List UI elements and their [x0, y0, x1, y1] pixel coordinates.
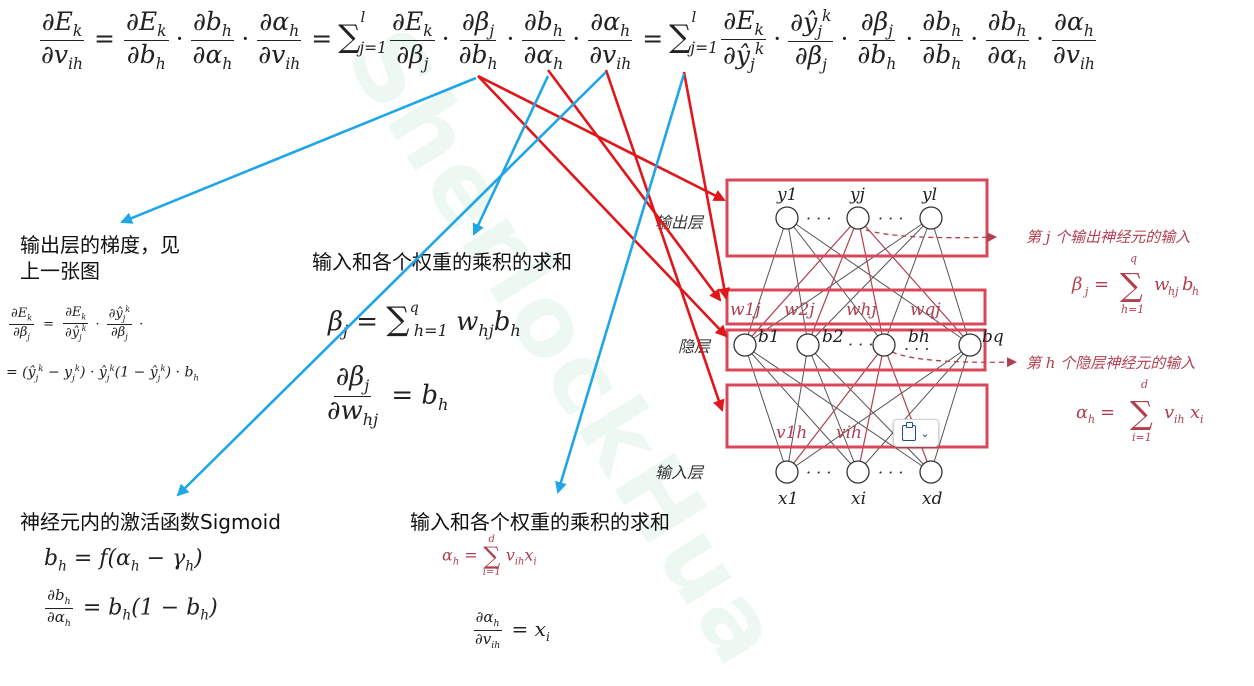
svg-text:h: h [1192, 285, 1199, 298]
beta-derivative: ∂βj∂whj = bh [327, 362, 449, 430]
chevron-down-icon: ⌄ [920, 426, 930, 440]
svg-text:· · ·: · · · [806, 463, 831, 482]
sigmoid-formula: bh = f(αh − γh) [44, 546, 203, 575]
svg-text:. . .: . . . [904, 335, 929, 354]
weights-out-box [725, 288, 987, 326]
svg-text:∑: ∑ [1120, 266, 1143, 304]
node-label-yl: yl [921, 185, 937, 205]
node-label-bh: bh [908, 327, 930, 347]
node-label-xd: xd [922, 489, 943, 509]
input-nodes [775, 460, 943, 484]
svg-text:d: d [1141, 378, 1148, 391]
svg-text:h=1: h=1 [1121, 303, 1144, 316]
svg-text:v: v [1164, 402, 1174, 423]
node-label-xi: xi [851, 489, 866, 509]
node-label-yj: yj [849, 185, 866, 205]
sigmoid-label: 神经元内的激活函数Sigmoid [20, 510, 281, 534]
output-layer-name: 输出层 [655, 213, 705, 232]
chain-rule-equation: ∂Ek∂vih=∂Ek∂bh·∂bh∂αh·∂αh∂vih=∑lj=1∂Ek∂β… [39, 6, 1096, 74]
weight-label-wqj: wqj [910, 300, 941, 320]
beta-sum-label: 输入和各个权重的乘积的求和 [312, 250, 572, 274]
node-label-x1: x1 [778, 489, 798, 509]
svg-text:j: j [1082, 285, 1089, 298]
svg-text:hj: hj [1168, 285, 1179, 298]
output-gradient-formula-2: = (ŷjk − yjk) · ŷjk(1 − ŷjk) · bh [6, 364, 200, 384]
hidden-layer-name: 隐层 [678, 337, 712, 356]
svg-text:=: = [1100, 402, 1115, 423]
node-label-b2: b2 [822, 327, 844, 347]
node-label-bq: bq [982, 327, 1004, 347]
svg-text:q: q [1130, 252, 1137, 265]
alpha-formula: αh = d∑i=1 vihxi [442, 534, 537, 578]
svg-text:i: i [1200, 413, 1204, 426]
output-gradient-formula-1: ∂Ek∂βj=∂Ek∂ŷjk·∂ŷjk∂βj· [9, 305, 144, 342]
input-hidden-connections [744, 345, 971, 473]
hidden-nodes [733, 333, 982, 357]
sigmoid-derivative: ∂bh∂αh = bh(1 − bh) [45, 586, 218, 629]
svg-text:=: = [1094, 274, 1109, 295]
svg-text:ih: ih [1174, 413, 1185, 426]
svg-text:b: b [1182, 274, 1194, 295]
svg-text:h: h [1088, 413, 1095, 426]
node-label-b1: b1 [758, 327, 780, 347]
output-nodes [775, 206, 943, 230]
beta-formula: βj = ∑qh=1 whjbh [328, 300, 521, 341]
svg-text:x: x [1190, 402, 1200, 423]
svg-text:α: α [1076, 402, 1088, 423]
output-gradient-label: 输出层的梯度，见 上一张图 [20, 233, 180, 283]
svg-text:i=1: i=1 [1132, 431, 1152, 444]
alpha-sum-label: 输入和各个权重的乘积的求和 [410, 510, 670, 534]
input-layer-name: 输入层 [655, 463, 705, 482]
svg-text:β: β [1071, 274, 1082, 295]
weights-in-box [725, 383, 989, 449]
hidden-note: 第 h 个隐层神经元的输入 [1026, 354, 1195, 372]
weight-label-w2j: w2j [784, 300, 815, 320]
svg-text:∑: ∑ [1130, 394, 1153, 432]
weight-label-v1h: v1h [776, 423, 807, 443]
network-diagram: · · · · · · · · · . . . · · · · · · y1 yj y… [120, 69, 1204, 509]
svg-text:· · ·: · · · [848, 335, 873, 354]
svg-text:· · ·: · · · [878, 209, 903, 228]
weight-label-whj: whj [846, 300, 878, 320]
clipboard-icon [902, 422, 917, 441]
output-layer-box [725, 178, 989, 258]
node-label-y1: y1 [776, 185, 797, 205]
output-note: 第 j 个输出神经元的输入 [1026, 228, 1190, 246]
svg-text:· · ·: · · · [878, 463, 903, 482]
alpha-derivative: ∂αh∂vih = xi [473, 608, 550, 651]
red-arrows [477, 69, 731, 412]
input-hidden-weights [786, 345, 932, 473]
svg-text:· · ·: · · · [806, 209, 831, 228]
paste-options-button[interactable]: ⌄ [893, 419, 939, 447]
blue-arrows [120, 71, 686, 497]
hidden-layer-box [725, 328, 987, 372]
svg-text:w: w [1154, 274, 1170, 295]
hidden-note-arrow [891, 351, 1017, 368]
weight-label-vih: vih [836, 423, 862, 443]
output-note-arrow [865, 229, 997, 243]
weight-label-w1j: w1j [730, 300, 761, 320]
